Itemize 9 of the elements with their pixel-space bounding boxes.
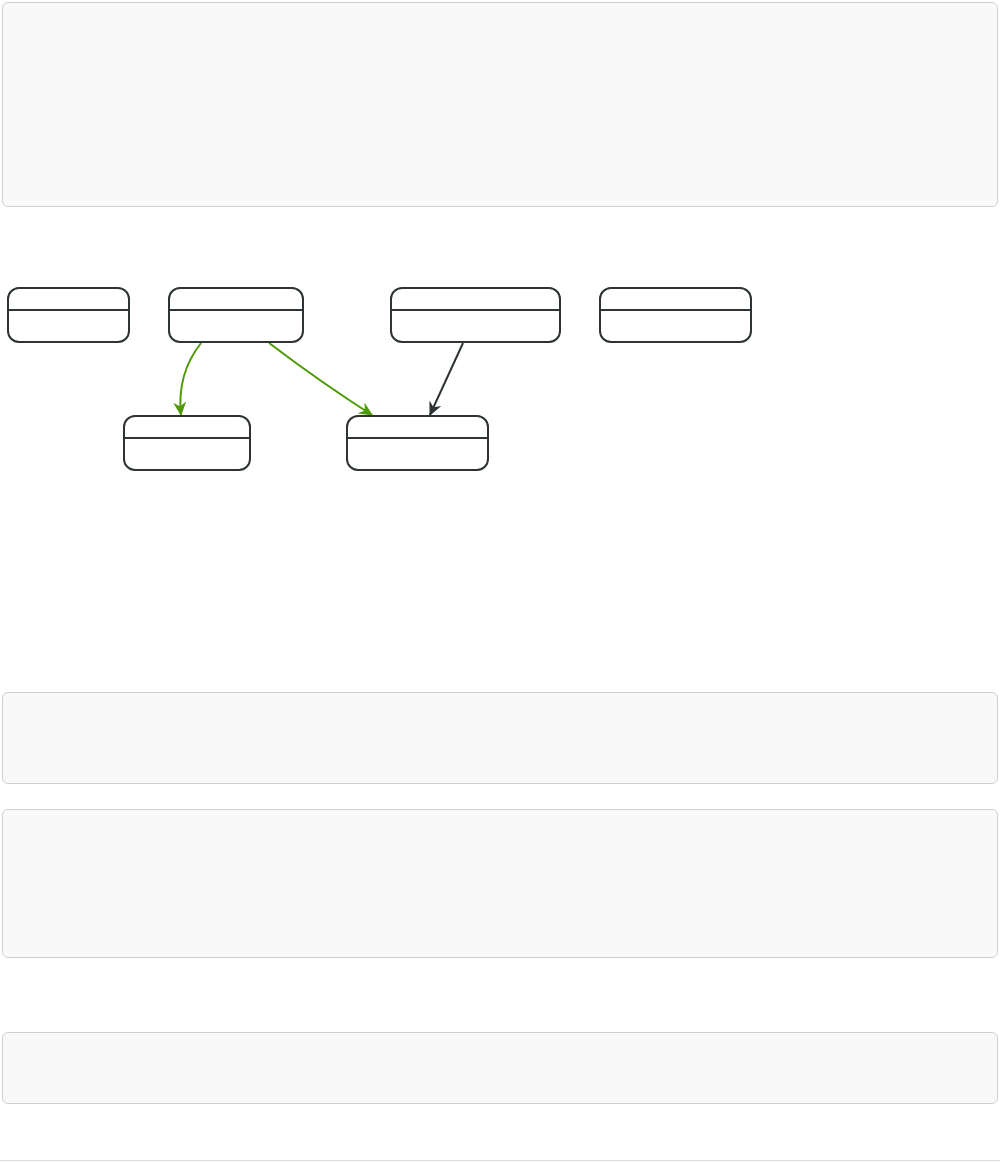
arrow <box>428 342 464 416</box>
arrow <box>173 342 203 416</box>
state-box <box>123 415 251 471</box>
state-box <box>599 287 752 343</box>
state-box <box>346 415 489 471</box>
state-box <box>390 287 561 343</box>
state-box <box>7 287 130 343</box>
state-box <box>168 287 304 343</box>
arrow <box>268 342 374 416</box>
